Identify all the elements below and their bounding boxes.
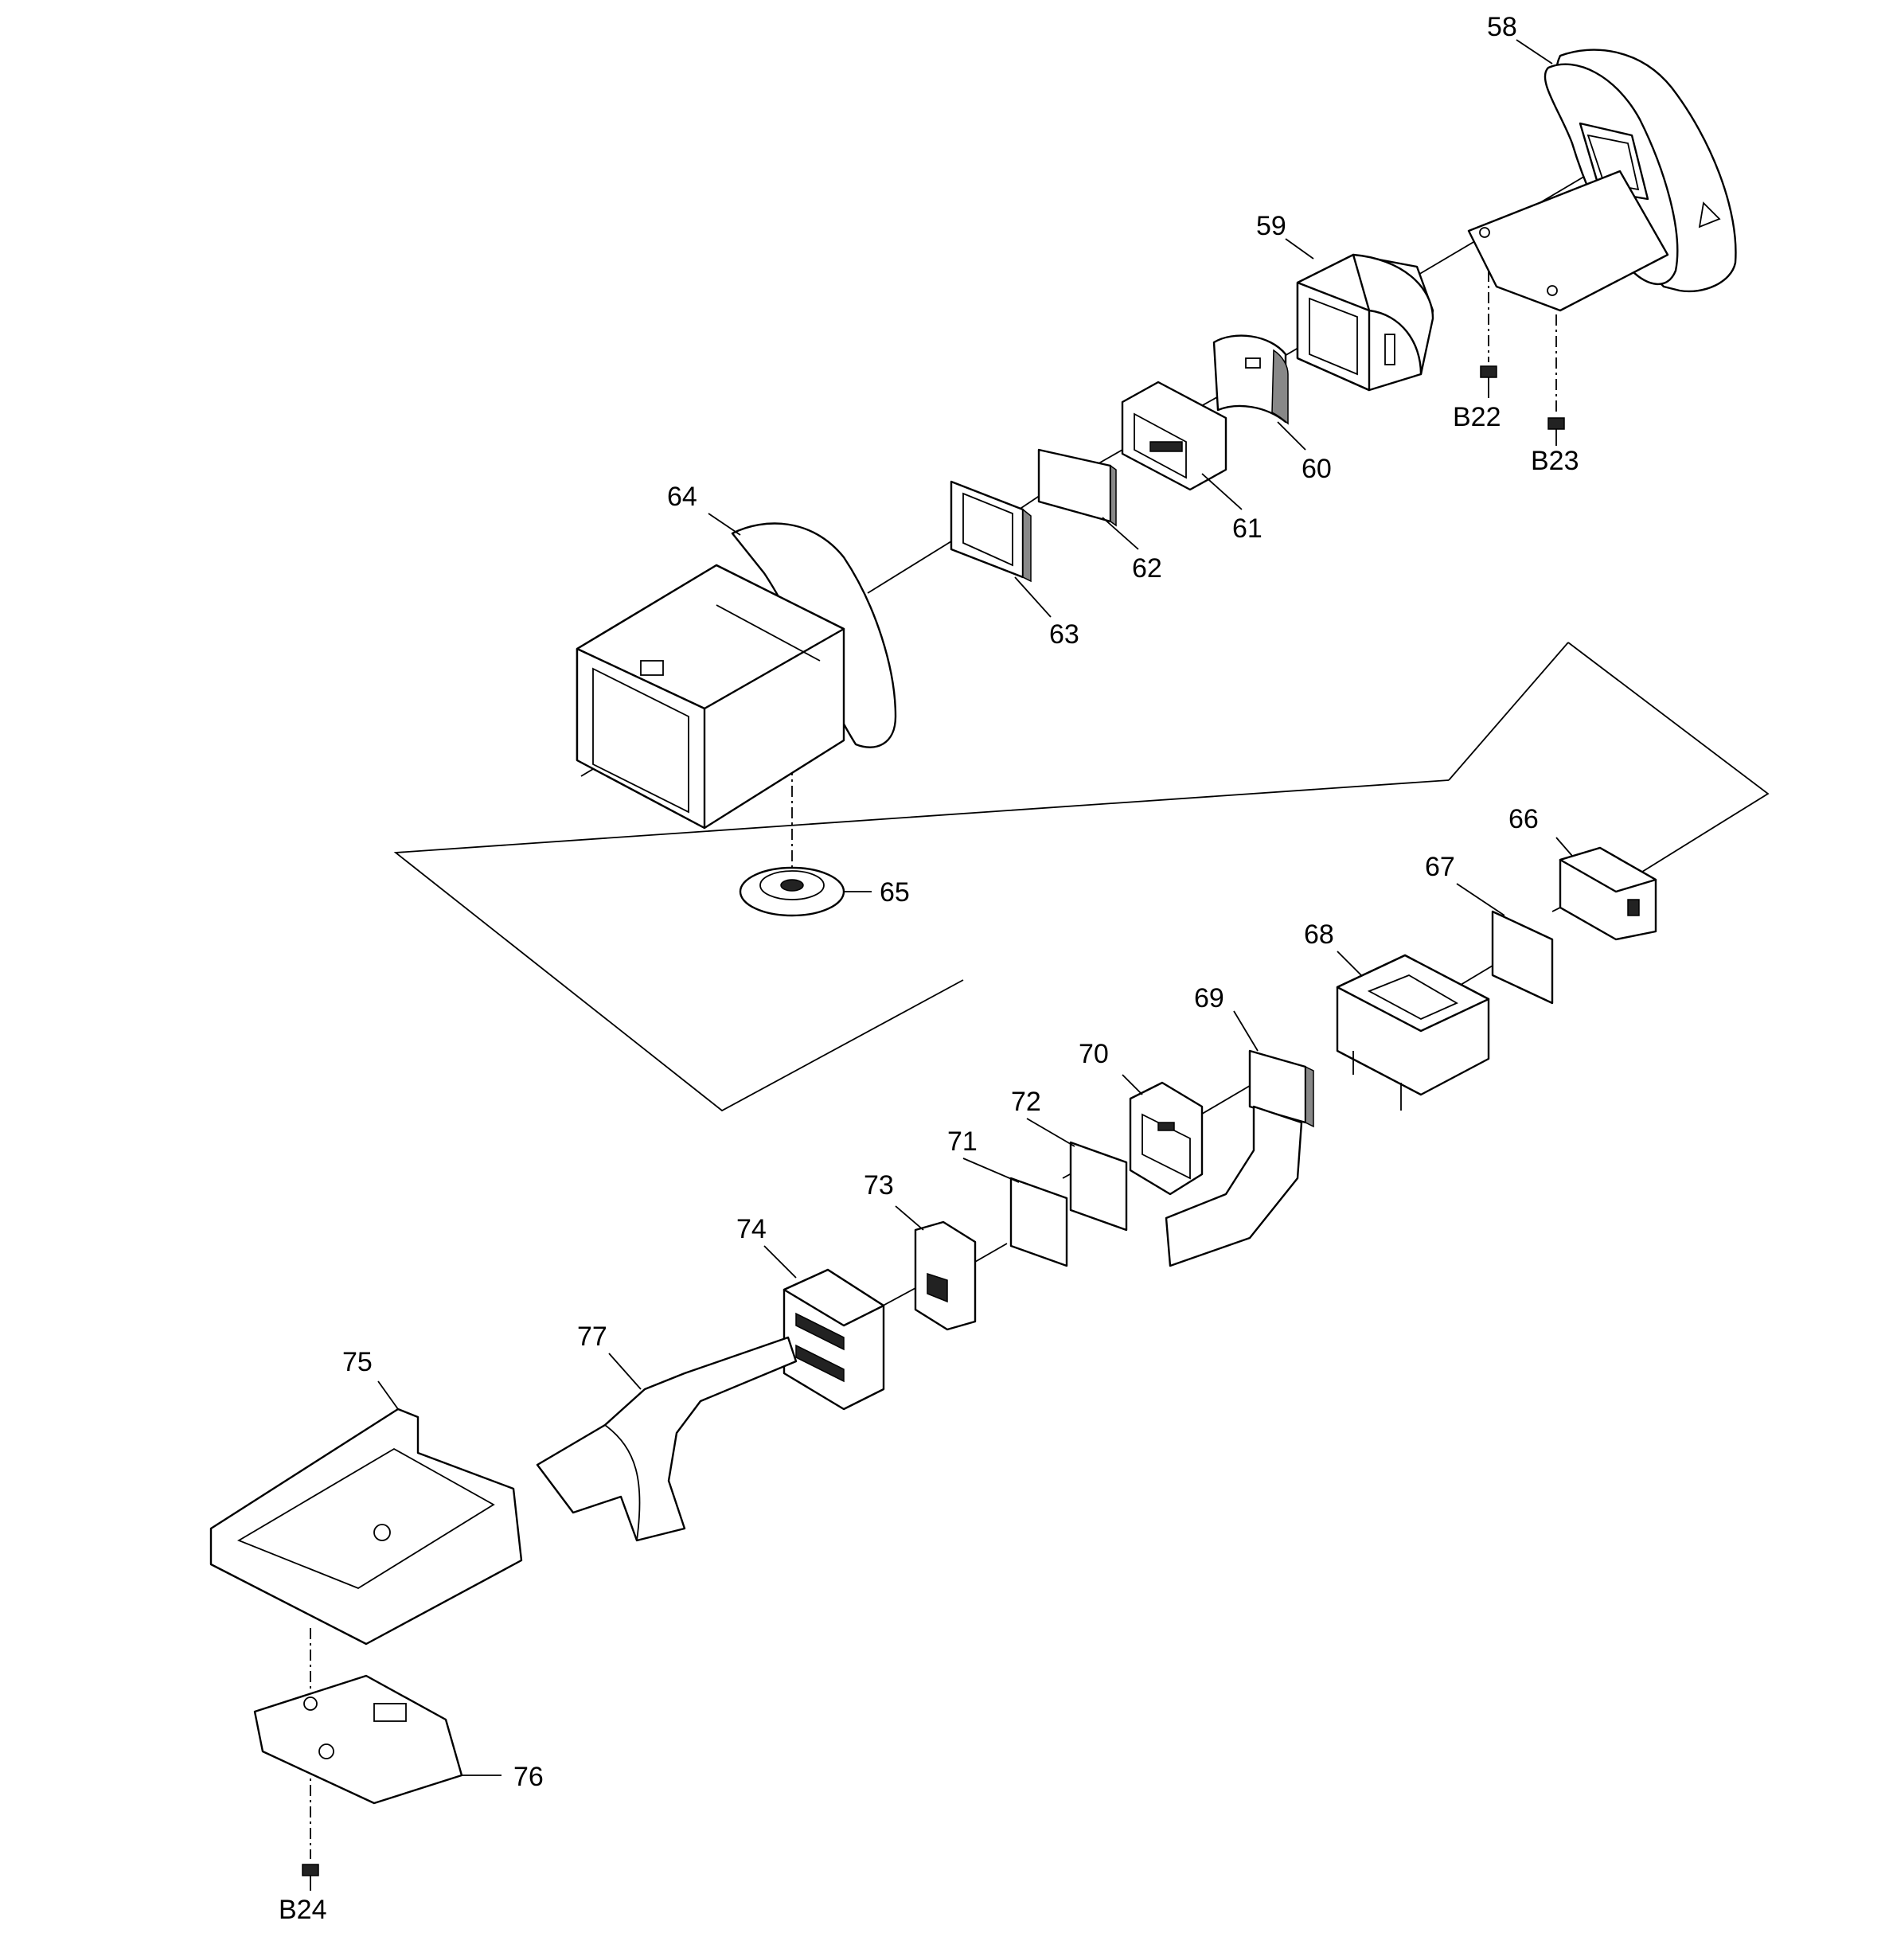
- part-67-sheet: [1491, 910, 1554, 1005]
- part-65-dial: [739, 866, 845, 917]
- callout-b24: B24: [279, 1895, 327, 1925]
- part-60-lens: [1212, 334, 1289, 425]
- part-76-plate: [253, 1674, 463, 1805]
- callout-65: 65: [880, 877, 910, 908]
- part-72-sheet: [1069, 1141, 1128, 1232]
- screw-b24-icon: [302, 1864, 319, 1891]
- callout-60: 60: [1302, 454, 1332, 484]
- callout-76: 76: [513, 1762, 544, 1792]
- part-73-bracket: [914, 1220, 977, 1331]
- part-61-lens-holder: [1121, 381, 1227, 491]
- part-62-plate: [1037, 448, 1117, 527]
- callout-70: 70: [1079, 1039, 1109, 1069]
- callout-67: 67: [1425, 852, 1455, 882]
- callout-62: 62: [1132, 553, 1162, 584]
- part-69-lcd-flex: [1165, 1049, 1314, 1267]
- part-71-sheet: [1009, 1177, 1068, 1267]
- callout-71: 71: [947, 1126, 978, 1157]
- callout-b22: B22: [1453, 402, 1501, 432]
- callout-labels: 58 59 60 61 62 63 64 65 66 67 68 69 70 7…: [279, 12, 1579, 1925]
- part-74-backlight-block: [782, 1268, 885, 1411]
- callout-75: 75: [342, 1347, 373, 1377]
- callout-b23: B23: [1531, 446, 1579, 476]
- callout-69: 69: [1194, 983, 1224, 1013]
- part-59-eyepiece-block: [1296, 253, 1434, 392]
- part-64-viewfinder-housing: [576, 522, 897, 830]
- callout-59: 59: [1256, 211, 1286, 241]
- part-63-frame: [950, 480, 1032, 583]
- part-66-bracket: [1559, 846, 1657, 941]
- callout-74: 74: [736, 1214, 767, 1244]
- part-68-lcd-holder: [1336, 954, 1490, 1111]
- callout-73: 73: [864, 1170, 894, 1201]
- callout-72: 72: [1011, 1087, 1041, 1117]
- callout-63: 63: [1049, 619, 1079, 650]
- callout-64: 64: [667, 482, 697, 512]
- callout-68: 68: [1304, 919, 1334, 950]
- screw-b22-icon: [1480, 365, 1497, 398]
- callout-61: 61: [1232, 513, 1263, 544]
- part-75-base-frame: [209, 1408, 523, 1646]
- part-77-flex-cable: [536, 1336, 798, 1542]
- callout-66: 66: [1508, 804, 1539, 834]
- part-58-eyecup: [1467, 49, 1737, 312]
- callout-77: 77: [577, 1322, 607, 1352]
- screw-b23-icon: [1547, 417, 1565, 446]
- callout-58: 58: [1487, 12, 1517, 42]
- callout-leader-lines: [377, 39, 1573, 1776]
- part-70-frame: [1129, 1081, 1204, 1196]
